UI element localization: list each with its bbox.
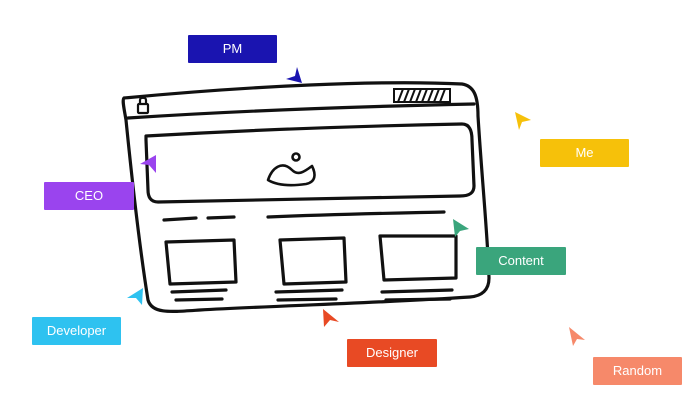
ceo-tag: CEO [44, 182, 134, 210]
ceo-cursor-icon [140, 155, 156, 173]
hero-banner-box [144, 122, 476, 204]
text-line-3 [266, 210, 446, 219]
image-placeholder-icon [266, 152, 316, 187]
content-tag: Content [476, 247, 566, 275]
card-caption-1a [170, 288, 228, 294]
card-box-1 [164, 238, 238, 286]
developer-cursor-icon [127, 288, 143, 305]
random-tag: Random [593, 357, 682, 385]
pm-cursor-icon [286, 67, 302, 83]
pm-tag: PM [188, 35, 277, 63]
card-caption-2b [276, 297, 338, 302]
me-tag: Me [540, 139, 629, 167]
developer-tag: Developer [32, 317, 121, 345]
card-box-3 [378, 234, 458, 282]
designer-tag: Designer [347, 339, 437, 367]
card-caption-1b [174, 297, 224, 302]
me-cursor-icon [515, 112, 531, 130]
random-cursor-icon [569, 327, 585, 346]
content-cursor-icon [453, 219, 469, 237]
designer-cursor-icon [323, 309, 339, 327]
lock-icon [136, 96, 150, 115]
window-controls [393, 88, 451, 103]
card-caption-3b [384, 297, 452, 302]
card-box-2 [278, 236, 348, 286]
card-caption-2a [274, 288, 344, 294]
address-bar-line [126, 102, 476, 120]
text-line-2 [206, 215, 236, 220]
text-line-1 [162, 216, 198, 222]
window-frame [121, 81, 491, 314]
card-caption-3a [380, 288, 454, 294]
